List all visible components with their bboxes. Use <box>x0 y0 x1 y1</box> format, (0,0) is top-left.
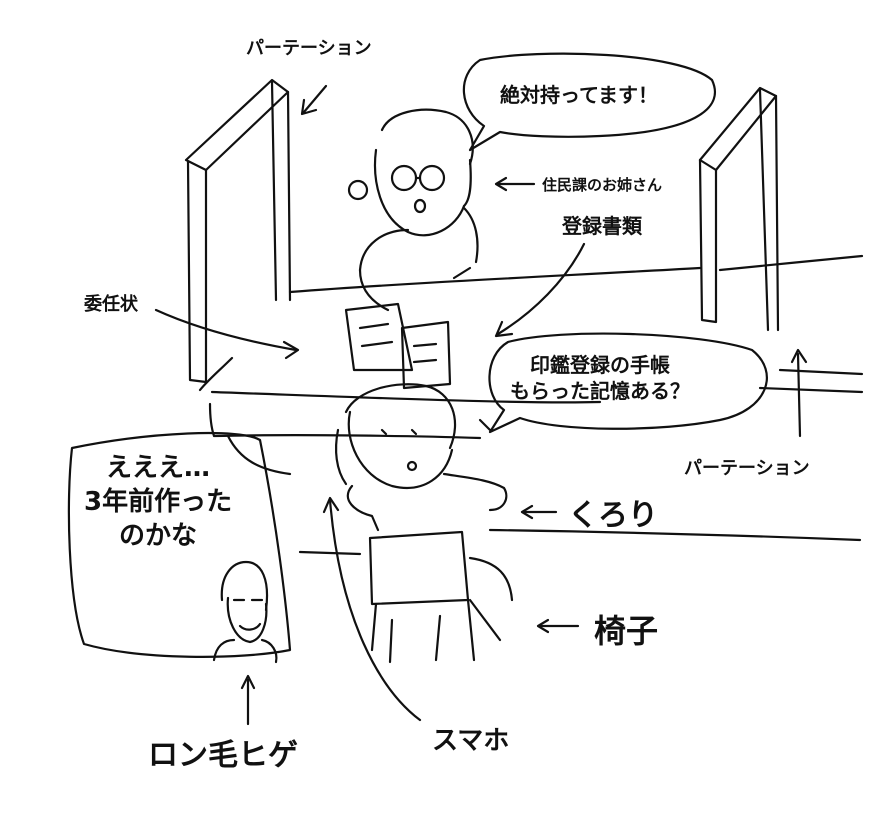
clerk-figure <box>347 108 479 312</box>
label-long-hair-beard: ロン毛ヒゲ <box>148 738 298 773</box>
question-speech-bubble <box>488 332 768 434</box>
clerk-speech-bubble <box>462 52 716 152</box>
clerk-bubble-text: 絶対持ってます！ <box>500 83 658 107</box>
label-documents: 登録書類 <box>562 214 642 238</box>
label-chair: 椅子 <box>594 612 659 650</box>
label-kurori: くろり <box>568 498 658 533</box>
label-partition-right: パーテーション <box>684 458 810 479</box>
annotation-arrows <box>154 84 808 726</box>
label-clerk: 住民課のお姉さん <box>542 176 663 194</box>
thought-line-2: 3年前作った <box>84 486 233 517</box>
kurori-figure <box>335 383 508 532</box>
question-line-2: もらった記憶ある？ <box>510 379 690 403</box>
label-partition-top: パーテーション <box>246 38 372 59</box>
bearded-man-figure <box>212 560 278 664</box>
question-line-1: 印鑑登録の手帳 <box>530 353 670 377</box>
chair <box>368 530 514 664</box>
label-phone: スマホ <box>432 726 510 756</box>
papers <box>344 302 452 390</box>
counter <box>208 254 864 556</box>
label-proxy-letter: 委任状 <box>84 294 138 315</box>
left-partition <box>184 78 292 384</box>
thought-line-1: えええ… <box>106 453 211 483</box>
thought-bubble-text: えええ… 3年前作った のかな <box>84 452 232 553</box>
right-partition <box>698 86 780 332</box>
thought-line-3: のかな <box>119 520 198 551</box>
question-bubble-text: 印鑑登録の手帳 もらった記憶ある？ <box>510 352 690 404</box>
thought-bubble <box>67 431 292 658</box>
